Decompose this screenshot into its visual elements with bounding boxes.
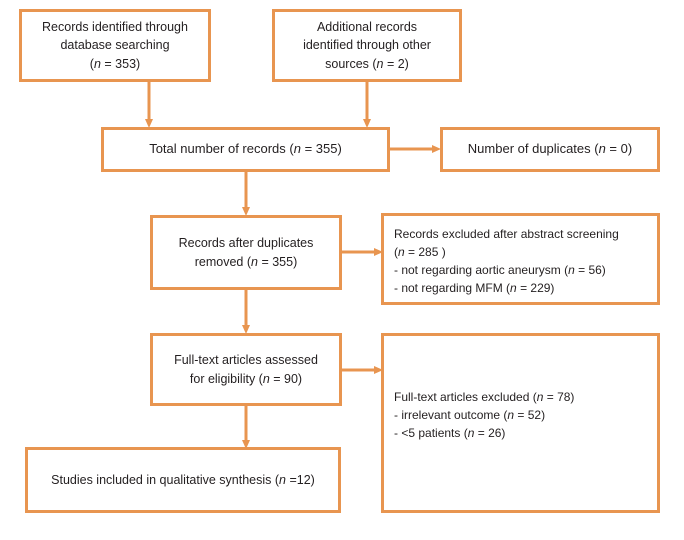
node-excluded-fulltext-text: Full-text articles excluded (n = 78)- ir… <box>394 390 575 440</box>
node-studies-included-qualitative-synthesis: Studies included in qualitative synthesi… <box>25 447 341 513</box>
node-excluded-abstract-text: Records excluded after abstract screenin… <box>394 227 619 295</box>
node-duplicates-text: Number of duplicates (n = 0) <box>467 141 633 157</box>
node-number-of-duplicates: Number of duplicates (n = 0) <box>440 127 660 172</box>
node-full-text-articles-excluded: Full-text articles excluded (n = 78)- ir… <box>381 333 660 513</box>
node-included-text: Studies included in qualitative synthesi… <box>51 472 315 487</box>
node-total-number-of-records: Total number of records (n = 355) <box>101 127 390 172</box>
node-records-excluded-after-abstract-screening: Records excluded after abstract screenin… <box>381 213 660 305</box>
node-total-records-text: Total number of records (n = 355) <box>149 141 342 157</box>
